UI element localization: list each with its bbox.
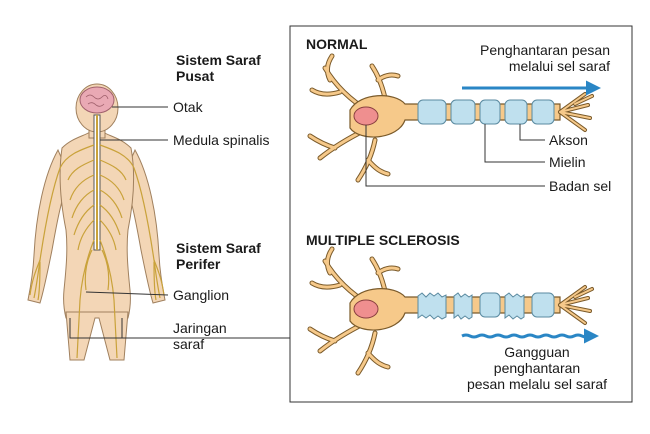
- peripheral-title: Sistem Saraf Perifer: [176, 240, 261, 272]
- ms-myelin: [417, 292, 555, 320]
- normal-nucleus: [353, 106, 379, 126]
- ms-signal-line3: pesan melalu sel saraf: [466, 376, 608, 392]
- central-title-line1: Sistem Saraf: [176, 52, 261, 68]
- normal-neuron: [307, 53, 601, 187]
- label-nerve-tissue: Jaringan saraf: [173, 320, 227, 352]
- label-spinal-cord: Medula spinalis: [173, 132, 270, 148]
- label-brain: Otak: [173, 99, 203, 115]
- normal-title: NORMAL: [306, 36, 368, 52]
- normal-signal-text: Penghantaran pesan melalui sel saraf: [480, 42, 610, 74]
- label-nerve-line1: Jaringan: [173, 320, 227, 336]
- human-body: [27, 83, 166, 361]
- ms-signal-text: Gangguan penghantaran pesan melalu sel s…: [452, 344, 622, 392]
- ms-signal-line1: Gangguan: [504, 344, 570, 360]
- peripheral-title-line1: Sistem Saraf: [176, 240, 261, 256]
- ms-nucleus: [353, 299, 379, 319]
- label-axon: Akson: [549, 132, 588, 148]
- ms-signal-line2: penghantaran: [493, 360, 581, 376]
- label-ganglion: Ganglion: [173, 287, 230, 303]
- central-title: Sistem Saraf Pusat: [176, 52, 261, 84]
- ms-signal-arrow: [461, 328, 599, 344]
- brain-shape: [79, 86, 115, 114]
- label-nerve-line2: saraf: [173, 336, 205, 352]
- peripheral-nerves: [29, 144, 165, 359]
- normal-myelin: [417, 99, 555, 125]
- normal-signal-line1: Penghantaran pesan: [480, 42, 610, 58]
- ms-neuron: [307, 246, 599, 376]
- central-title-line2: Pusat: [176, 68, 215, 84]
- peripheral-title-line2: Perifer: [176, 256, 221, 272]
- body-leader-lines: [69, 106, 290, 339]
- ms-title: MULTIPLE SCLEROSIS: [306, 232, 460, 248]
- label-myelin: Mielin: [549, 154, 586, 170]
- normal-signal-line2: melalui sel saraf: [508, 58, 610, 74]
- legs: [65, 311, 129, 361]
- label-cell-body: Badan sel: [549, 178, 612, 194]
